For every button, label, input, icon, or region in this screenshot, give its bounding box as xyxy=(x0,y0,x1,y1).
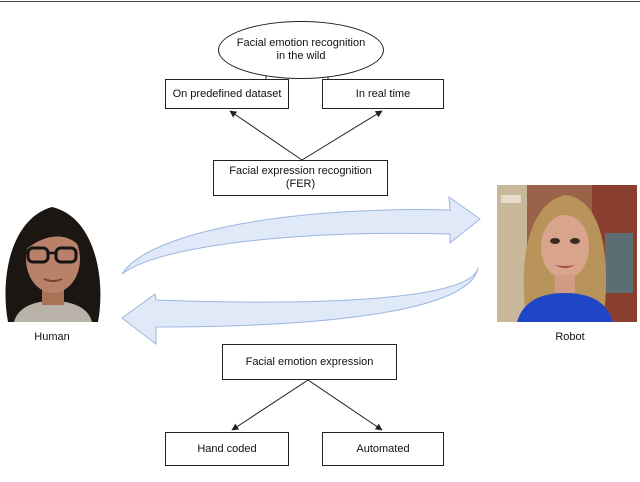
box-facial-emotion-expression: Facial emotion expression xyxy=(222,344,397,380)
box-automated: Automated xyxy=(322,432,444,466)
arrow-expression-to-handcoded xyxy=(231,379,309,431)
curved-arrow-robot-to-human xyxy=(121,267,479,346)
ellipse-facial-emotion-recognition-in-the-wild: Facial emotion recognition in the wild xyxy=(218,21,384,79)
ellipse-text-line2: in the wild xyxy=(276,50,326,62)
box-on-predefined-dataset: On predefined dataset xyxy=(165,79,289,109)
box-in-real-time-label: In real time xyxy=(355,87,411,100)
box-facial-expression-recognition: Facial expression recognition (FER) xyxy=(213,160,388,196)
human-photo xyxy=(0,199,105,322)
curved-arrow-human-to-robot xyxy=(121,195,481,275)
box-automated-label: Automated xyxy=(356,442,410,455)
box-hand-coded: Hand coded xyxy=(165,432,289,466)
ellipse-text-line1: Facial emotion recognition xyxy=(236,37,366,49)
box-hand-coded-label: Hand coded xyxy=(197,442,257,455)
box-fer-line1: Facial expression recognition xyxy=(229,165,372,177)
box-on-predefined-dataset-label: On predefined dataset xyxy=(172,87,282,100)
top-border-line xyxy=(0,1,640,2)
box-in-real-time: In real time xyxy=(322,79,444,109)
human-label: Human xyxy=(34,331,70,343)
box-facial-emotion-expression-label: Facial emotion expression xyxy=(245,355,374,368)
arrow-expression-to-automated xyxy=(307,379,383,431)
robot-label: Robot xyxy=(555,331,585,343)
arrow-fer-to-realtime xyxy=(301,110,383,161)
box-fer-line2: (FER) xyxy=(285,178,316,190)
arrow-fer-to-predefined xyxy=(229,110,303,161)
robot-photo xyxy=(497,185,637,322)
